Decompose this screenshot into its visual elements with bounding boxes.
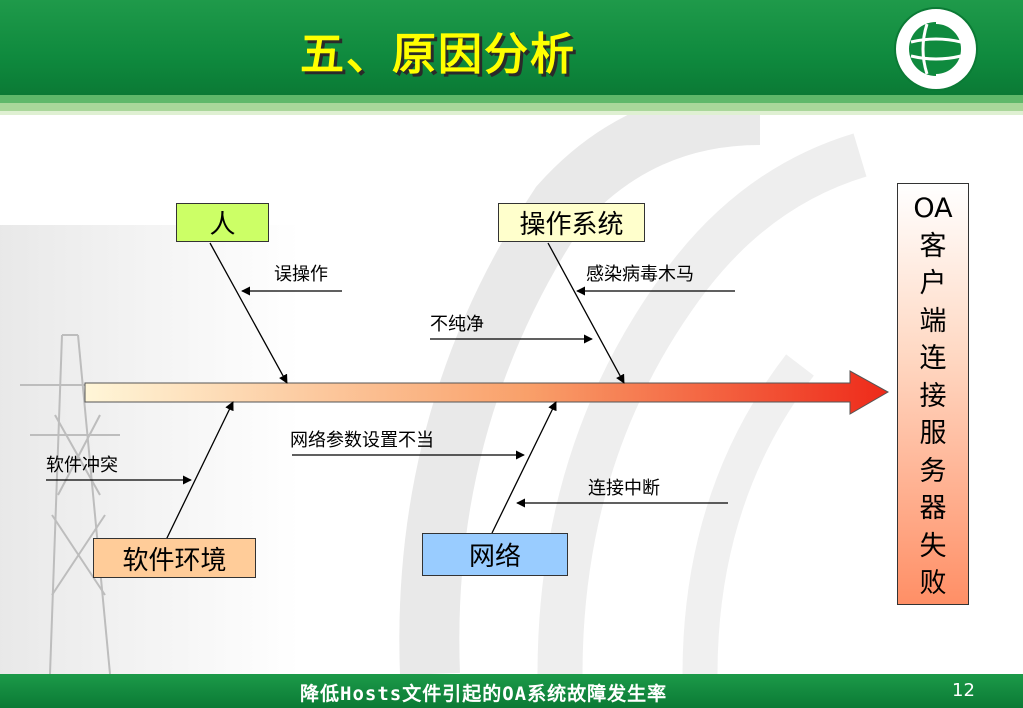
cause-misoperation: 误操作: [274, 264, 328, 285]
slide-title: 五、原因分析: [300, 29, 576, 80]
fishbone-spine: [84, 370, 890, 415]
header-stripe: [0, 103, 1023, 111]
bone-network: [491, 401, 557, 534]
footer-text: 降低Hosts文件引起的OA系统故障发生率: [300, 683, 668, 705]
bone-os: [547, 242, 625, 384]
header-stripe: [0, 111, 1023, 115]
cause-param: 网络参数设置不当: [290, 430, 434, 451]
cause-virus: 感染病毒木马: [586, 264, 694, 285]
cause-unclean: 不纯净: [430, 314, 484, 335]
header-stripe: [0, 95, 1023, 103]
bone-people: [209, 242, 288, 384]
company-logo: [894, 7, 978, 91]
category-network: 网络: [422, 533, 568, 576]
category-software: 软件环境: [93, 538, 256, 578]
cause-conflict: 软件冲突: [46, 455, 118, 476]
category-people-label: 人: [209, 210, 236, 240]
slide-header: [0, 0, 1023, 95]
category-os-label: 操作系统: [519, 210, 624, 240]
category-people: 人: [176, 203, 269, 242]
slide-footer: [0, 674, 1023, 708]
bone-software: [165, 401, 234, 541]
category-os: 操作系统: [498, 203, 645, 242]
category-network-label: 网络: [468, 542, 521, 572]
category-software-label: 软件环境: [122, 545, 227, 576]
page-number: 12: [952, 680, 975, 701]
cause-disconnect: 连接中断: [588, 478, 660, 499]
